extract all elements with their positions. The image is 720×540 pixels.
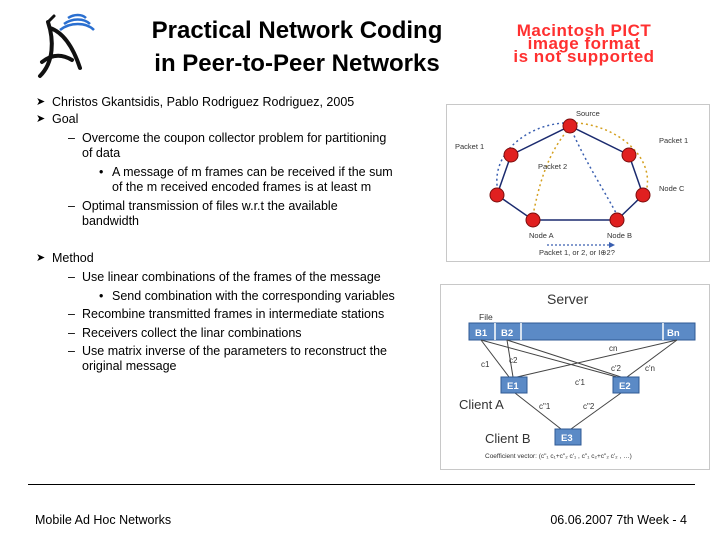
network-diagram: Source Packet 1 Packet 1 Packet 2 Node C…	[455, 109, 688, 257]
dash-bullet: –	[68, 307, 75, 321]
arrow-bullet-icon: ➤	[36, 96, 46, 108]
coeff-cpn-label: c'n	[645, 364, 655, 373]
encoded-e1-box	[500, 376, 528, 394]
block-bn-label: Bn	[667, 328, 680, 339]
coeff-c2-label: c2	[509, 356, 518, 365]
dash-bullet: –	[68, 344, 75, 358]
coeff-cn-label: cn	[609, 344, 617, 353]
packet1-right-label: Packet 1	[659, 136, 688, 145]
coeff-cp1-label: c'1	[575, 378, 586, 387]
coding-edges	[480, 339, 678, 430]
node-c-label: Node C	[659, 184, 685, 193]
title-line-1: Practical Network Coding	[151, 17, 443, 44]
university-logo-icon	[38, 13, 95, 78]
encoded-e3-box	[554, 428, 582, 446]
ring-node	[621, 147, 637, 163]
coeff-cp2-label: c'2	[611, 364, 622, 373]
source-node	[562, 118, 578, 134]
file-bar	[468, 322, 696, 341]
packet1-right-flow	[575, 122, 649, 201]
dash-bullet: –	[68, 199, 75, 213]
ring-node	[503, 147, 519, 163]
bullet-goal-text: Goal	[52, 112, 79, 126]
dot-bullet: •	[99, 289, 104, 303]
footer-date-page: 06.06.2007 7th Week - 4	[550, 513, 687, 527]
packet2-flow	[532, 130, 568, 216]
node-a-label: Node A	[529, 231, 554, 240]
encoded-e2-box	[612, 376, 640, 394]
title-line-2: in Peer-to-Peer Networks	[154, 50, 440, 77]
ring-nodes	[489, 118, 651, 228]
file-label: File	[479, 312, 493, 322]
packet2-label: Packet 2	[538, 162, 567, 171]
coding-diagram-panel: Server File B1 B2 Bn cn c1 c2 c'2 c'n c'…	[440, 284, 710, 470]
packet1-left-flow	[496, 122, 565, 196]
encoded-e1-label: E1	[507, 381, 519, 392]
network-diagram-panel: Source Packet 1 Packet 1 Packet 2 Node C…	[446, 104, 710, 262]
bullet-authors-text: Christos Gkantsidis, Pablo Rodriguez Rod…	[52, 95, 355, 109]
ring-edges	[496, 125, 644, 221]
client-a-label: Client A	[459, 397, 504, 412]
arrow-bullet-icon: ➤	[36, 113, 46, 125]
footer-rule	[28, 484, 695, 485]
unsupported-image-placeholder: Macintosh PICT image format is not suppo…	[468, 21, 700, 66]
caption-label: Packet 1, or 2, or I⊕2?	[539, 248, 615, 257]
placeholder-line-2: image format	[527, 34, 641, 53]
block-b1-label: B1	[475, 328, 488, 339]
bullet-method-text: Method	[52, 251, 94, 265]
node-b	[609, 212, 625, 228]
encoded-e3-label: E3	[561, 433, 573, 444]
coeff-cpp1-label: c"1	[539, 402, 551, 411]
dash-bullet: –	[68, 131, 75, 145]
ring-node	[489, 187, 505, 203]
placeholder-line-3: is not supported	[513, 47, 655, 66]
coeff-cpp2-label: c"2	[583, 402, 595, 411]
caption-arrow-icon	[609, 242, 615, 248]
packet-flow-b	[571, 130, 618, 216]
coefficient-vector-label: Coefficient vector: (c"₁ c₁+c"₂ c'₁ , c"…	[485, 453, 632, 460]
footer-course: Mobile Ad Hoc Networks	[35, 513, 172, 527]
encoded-e2-label: E2	[619, 381, 631, 392]
node-c	[635, 187, 651, 203]
server-label: Server	[547, 291, 589, 307]
client-b-label: Client B	[485, 431, 531, 446]
packet1-left-label: Packet 1	[455, 142, 484, 151]
source-label: Source	[576, 109, 600, 118]
block-b2-label: B2	[501, 328, 513, 339]
node-b-label: Node B	[607, 231, 632, 240]
node-a	[525, 212, 541, 228]
coeff-c1-label: c1	[481, 360, 490, 369]
dash-bullet: –	[68, 270, 75, 284]
arrow-bullet-icon: ➤	[36, 252, 46, 264]
dot-bullet: •	[99, 165, 104, 179]
placeholder-line-1: Macintosh PICT	[516, 21, 652, 40]
dash-bullet: –	[68, 326, 75, 340]
coding-diagram: Server File B1 B2 Bn cn c1 c2 c'2 c'n c'…	[459, 291, 696, 460]
slide-title: Practical Network Coding in Peer-to-Peer…	[112, 14, 482, 80]
